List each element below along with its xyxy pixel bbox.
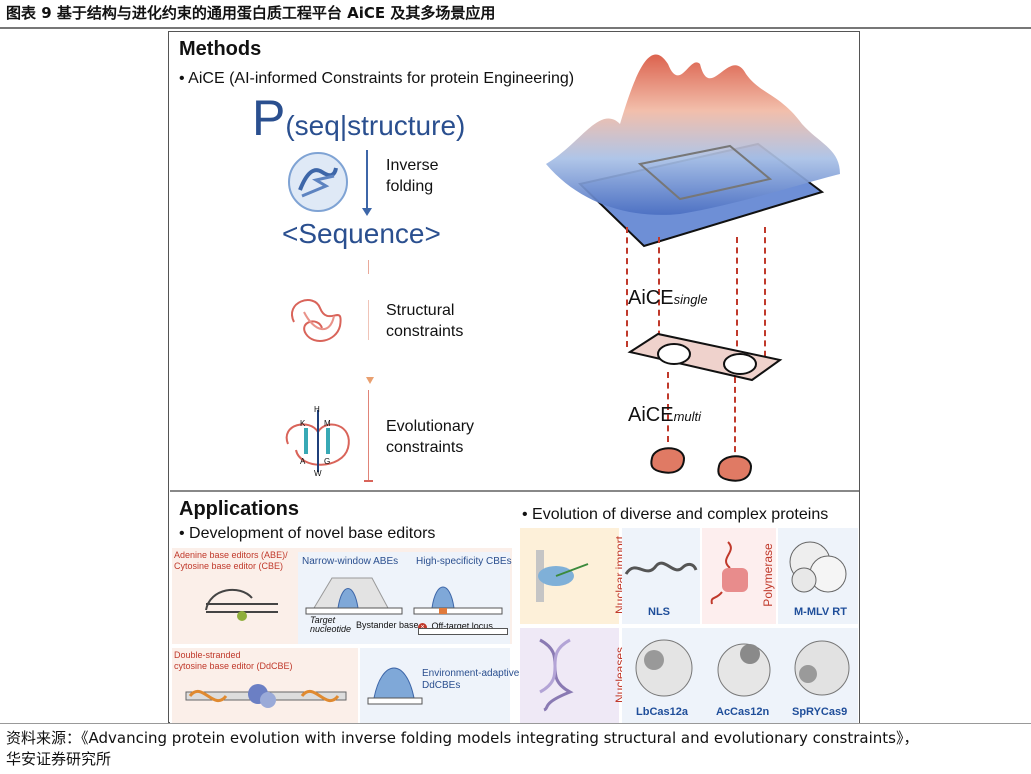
dashed-line-5 bbox=[667, 372, 669, 442]
aice-multi-label: AiCEmulti bbox=[628, 404, 701, 427]
sequence-label: <Sequence> bbox=[282, 218, 441, 249]
methods-subtitle: • AiCE (AI-informed Constraints for prot… bbox=[179, 70, 574, 88]
node-m: M bbox=[324, 419, 331, 428]
node-a: A bbox=[300, 457, 306, 466]
aice-multi-blob-2 bbox=[717, 455, 753, 482]
accas-icon bbox=[717, 643, 771, 697]
dashed-line-4 bbox=[764, 227, 766, 367]
bystander-label: Bystander base bbox=[356, 620, 419, 630]
probability-formula: P(seq|structure) bbox=[252, 90, 465, 154]
nls-label: NLS bbox=[648, 606, 670, 618]
applications-heading: Applications bbox=[179, 498, 300, 520]
window-graphics bbox=[305, 577, 503, 615]
proteins-title: • Evolution of diverse and complex prote… bbox=[522, 506, 829, 523]
abe-cbe-label-2: Cytosine base editor (CBE) bbox=[174, 561, 284, 571]
aice-single-main: AiCE bbox=[628, 287, 674, 309]
abe-cbe-label-1: Adenine base editors (ABE)/ bbox=[174, 550, 288, 560]
bottom-rule bbox=[0, 723, 1031, 724]
nls-icon bbox=[624, 561, 698, 575]
node-w: W bbox=[314, 469, 322, 476]
aice-single-plane bbox=[627, 332, 783, 382]
dashed-line-3 bbox=[736, 237, 738, 367]
evolutionary-label-1: Evolutionary bbox=[386, 418, 475, 435]
x-icon: × bbox=[418, 623, 427, 632]
structural-label-2: constraints bbox=[386, 323, 464, 340]
spry-label: SpRYCas9 bbox=[792, 706, 848, 718]
methods-panel: Methods • AiCE (AI-informed Constraints … bbox=[170, 32, 859, 487]
mmlv-icon bbox=[789, 541, 847, 593]
spry-icon bbox=[794, 640, 850, 696]
target-label-1: Target bbox=[310, 615, 336, 625]
dashed-line-2 bbox=[658, 237, 660, 347]
evolutionary-label-2: constraints bbox=[386, 439, 464, 456]
abe-cbe-label: Adenine base editors (ABE)/ Cytosine bas… bbox=[174, 550, 288, 572]
aice-multi-sub: multi bbox=[673, 409, 702, 424]
ddcbe-icon bbox=[185, 684, 347, 708]
source-line-2: 华安证券研究所 bbox=[6, 750, 112, 768]
figure-caption: 图表 9 基于结构与进化约束的通用蛋白质工程平台 AiCE 及其多场景应用 bbox=[6, 4, 496, 22]
accas-label: AcCas12n bbox=[716, 706, 770, 718]
mmlv-label: M-MLV RT bbox=[794, 606, 847, 618]
polymerase-label-wrap: Polymerase bbox=[758, 532, 778, 624]
nucleases-panel bbox=[520, 628, 619, 724]
base-editor-icon bbox=[205, 589, 278, 621]
offtarget-strand bbox=[418, 628, 508, 635]
offtarget-row: × Off-target locus bbox=[418, 616, 493, 634]
protein-structure-icon bbox=[288, 152, 348, 212]
arrow-head bbox=[362, 208, 372, 216]
inverse-folding-label-1: Inverse bbox=[386, 157, 439, 174]
dash-3 bbox=[368, 390, 369, 480]
ddcbe-panel bbox=[172, 648, 358, 724]
env-graphic bbox=[367, 667, 423, 705]
narrow-label: Narrow-window ABEs bbox=[302, 556, 399, 567]
ddcbe-label-1: Double-stranded bbox=[174, 650, 241, 660]
base-editors-title: • Development of novel base editors bbox=[179, 525, 436, 542]
ddcbe-label: Double-stranded cytosine base editor (Dd… bbox=[174, 650, 293, 672]
target-label-2: nucleotide bbox=[310, 624, 352, 634]
node-h: H bbox=[314, 405, 320, 414]
dash-2 bbox=[368, 300, 369, 340]
bullet: • bbox=[179, 70, 185, 87]
fitness-landscape bbox=[546, 54, 840, 248]
bar-end bbox=[364, 480, 373, 482]
top-rule bbox=[0, 27, 1031, 29]
node-k: K bbox=[300, 419, 306, 428]
source-line-1: 资料来源：《Advancing protein evolution with i… bbox=[6, 729, 919, 747]
lbcas-label: LbCas12a bbox=[636, 706, 688, 718]
highspec-label: High-specificity CBEs bbox=[416, 556, 512, 567]
aice-multi-blob-1 bbox=[650, 447, 686, 474]
env-label-2: DdCBEs bbox=[422, 680, 461, 691]
evolutionary-constraint-icon: H K M A G W bbox=[285, 405, 350, 476]
aice-single-label: AiCEsingle bbox=[628, 287, 708, 310]
target-label: Target nucleotide bbox=[310, 616, 351, 634]
structural-constraint-icon bbox=[291, 299, 342, 342]
dashed-line-1 bbox=[626, 227, 628, 347]
ddcbe-label-2: cytosine base editor (DdCBE) bbox=[174, 661, 293, 671]
methods-heading: Methods bbox=[179, 38, 262, 60]
inverse-folding-arrow bbox=[366, 150, 368, 214]
dna-icon bbox=[539, 638, 574, 712]
nls-panel bbox=[622, 528, 700, 624]
polymerase-icon bbox=[710, 541, 748, 605]
dashed-line-6 bbox=[734, 377, 736, 462]
inverse-folding-label-2: folding bbox=[386, 178, 434, 195]
offtarget-label: Off-target locus bbox=[431, 621, 493, 631]
lbcas-icon bbox=[635, 639, 693, 697]
aice-multi-main: AiCE bbox=[628, 404, 674, 426]
dash-1 bbox=[368, 260, 369, 274]
env-label-1: Environment-adaptive bbox=[422, 668, 520, 679]
nuclear-pore-icon bbox=[536, 550, 589, 602]
arrow-head-2 bbox=[366, 377, 374, 384]
env-label: Environment-adaptive DdCBEs bbox=[422, 668, 519, 692]
node-g: G bbox=[324, 457, 330, 466]
polymerase-label: Polymerase bbox=[761, 543, 775, 607]
methods-subtitle-text: AiCE (AI-informed Constraints for protei… bbox=[188, 70, 575, 87]
formula-condition: (seq|structure) bbox=[285, 110, 466, 141]
applications-panel: Applications • Development of novel base… bbox=[170, 490, 859, 724]
aice-single-sub: single bbox=[673, 292, 708, 307]
formula-p: P bbox=[252, 90, 286, 146]
structural-label-1: Structural bbox=[386, 302, 455, 319]
